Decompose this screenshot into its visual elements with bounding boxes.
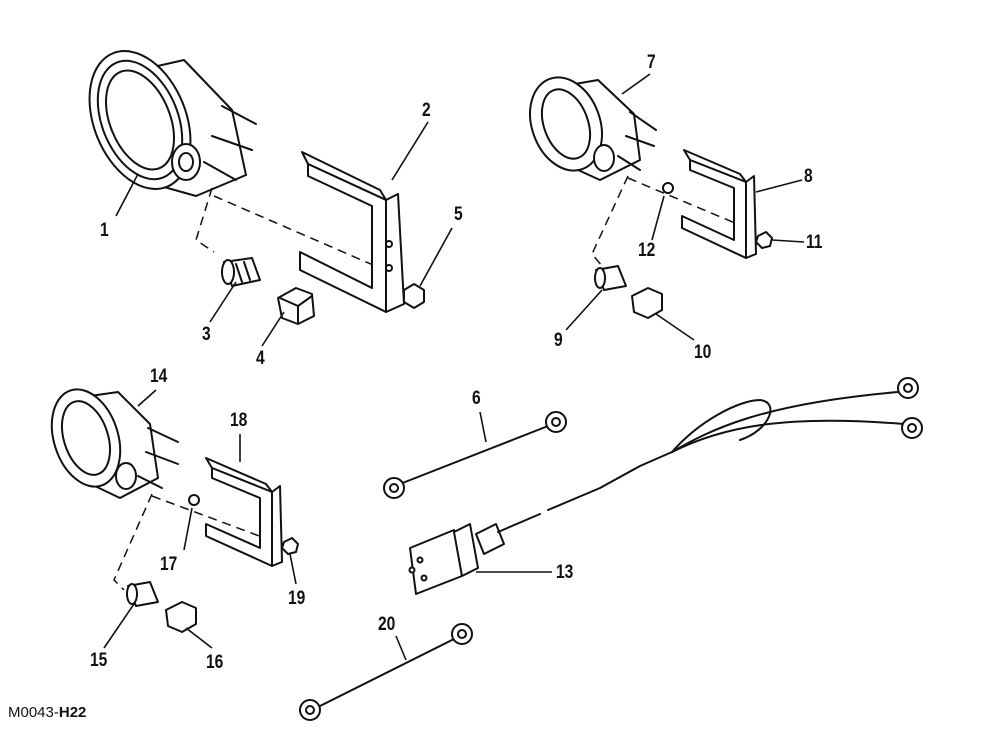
bracket-top-right — [681, 149, 757, 259]
wiring-harness — [408, 377, 923, 595]
callout-13: 13 — [556, 562, 574, 583]
gauge-top-right — [529, 76, 657, 181]
washer-12 — [662, 182, 674, 194]
leader-lines — [103, 73, 805, 661]
bulb-socket-large — [221, 257, 261, 287]
drawing-code: M0043-H22 — [8, 704, 86, 721]
callout-17: 17 — [160, 554, 178, 575]
drawing-code-prefix: M0043- — [8, 704, 59, 721]
bracket-large — [299, 151, 405, 313]
callout-11: 11 — [806, 232, 823, 253]
callout-8: 8 — [804, 166, 813, 187]
callout-16: 16 — [206, 652, 224, 673]
drawing-code-suffix: H22 — [58, 704, 87, 721]
callout-1: 1 — [100, 220, 109, 241]
jumper-wire-6 — [383, 411, 567, 499]
bulb-16 — [165, 601, 197, 633]
callout-20: 20 — [378, 614, 396, 635]
bulb-socket-9 — [594, 265, 627, 291]
bracket-bottom-left — [205, 457, 283, 567]
nut-11 — [755, 231, 773, 249]
callout-5: 5 — [454, 204, 463, 225]
callout-7: 7 — [647, 52, 656, 73]
bulb-large — [277, 287, 315, 325]
callout-10: 10 — [694, 342, 712, 363]
callout-15: 15 — [90, 650, 108, 671]
gauge-bottom-left — [50, 388, 179, 499]
callout-14: 14 — [150, 366, 168, 387]
washer-17 — [188, 494, 200, 506]
callout-9: 9 — [554, 330, 563, 351]
bulb-10 — [631, 287, 663, 319]
callout-12: 12 — [638, 240, 656, 261]
gauge-large — [88, 50, 257, 197]
nut-19 — [281, 537, 299, 555]
callout-2: 2 — [422, 100, 431, 121]
bulb-socket-15 — [126, 581, 159, 607]
nut-large — [403, 283, 425, 309]
callout-6: 6 — [472, 388, 481, 409]
callout-4: 4 — [256, 348, 265, 369]
callout-19: 19 — [288, 588, 306, 609]
jumper-wire-20 — [299, 623, 473, 721]
callout-3: 3 — [202, 324, 211, 345]
callout-18: 18 — [230, 410, 248, 431]
